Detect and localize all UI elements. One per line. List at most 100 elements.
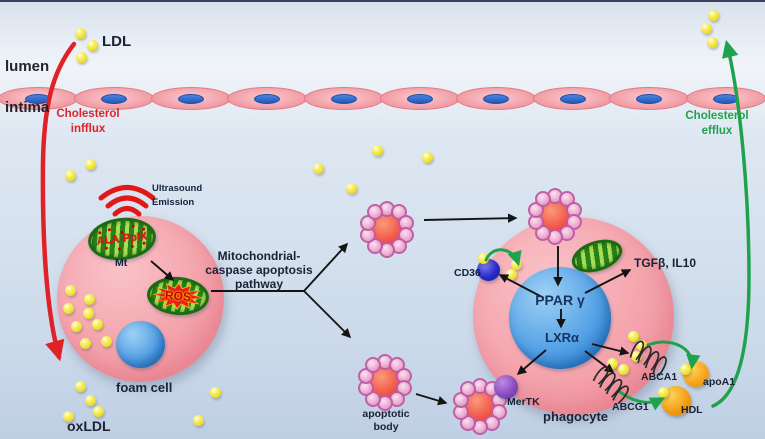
endothelial-cell bbox=[303, 87, 384, 110]
arrow-lxr-to-mertk bbox=[516, 349, 547, 375]
arrow-ppar-to-cd36 bbox=[498, 274, 543, 298]
cholesterol-dot bbox=[64, 169, 76, 181]
cholesterol-dot bbox=[84, 394, 96, 406]
lxr-alpha-label: LXRα bbox=[545, 330, 579, 345]
apoptotic-body bbox=[451, 377, 509, 435]
arrow-ppar-to-tgf bbox=[584, 269, 632, 294]
apoptotic-body-petal bbox=[364, 357, 381, 374]
cholesterol-dot bbox=[635, 339, 647, 351]
cholesterol-dot bbox=[92, 405, 104, 417]
cholesterol-dot bbox=[630, 350, 642, 362]
cholesterol-dot bbox=[79, 337, 91, 349]
arrow-mito-to-ros bbox=[150, 260, 175, 281]
lumen-label: lumen bbox=[5, 58, 50, 75]
cholesterol-dot bbox=[82, 307, 94, 319]
cholesterol-dot bbox=[64, 284, 76, 296]
cholesterol-dot bbox=[70, 320, 82, 332]
cholesterol-efflux-label: Cholesterol efflux bbox=[682, 109, 752, 139]
ultrasound-label: Ultrasound Emission bbox=[152, 182, 202, 210]
endothelial-cell bbox=[685, 87, 765, 110]
phagocyte-label: phagocyte bbox=[543, 409, 609, 424]
endothelial-cell bbox=[227, 87, 308, 110]
cholesterol-dot bbox=[74, 27, 86, 39]
apoptotic-body-petal bbox=[459, 381, 476, 398]
cholesterol-dot bbox=[312, 162, 324, 174]
abca1-label: ABCA1 bbox=[641, 371, 678, 383]
endothelial-nucleus bbox=[254, 93, 281, 104]
efflux-line1: Cholesterol bbox=[685, 110, 749, 122]
mt-label: Mt bbox=[115, 257, 128, 269]
cholesterol-dot bbox=[679, 363, 691, 375]
cholesterol-dot bbox=[700, 22, 712, 34]
oxldl-label: oxLDL bbox=[67, 418, 111, 434]
cholesterol-dot bbox=[707, 9, 719, 21]
ppar-gamma-label: PPAR γ bbox=[535, 292, 585, 308]
abcg1-label: ABCG1 bbox=[612, 401, 649, 413]
cholesterol-dot bbox=[477, 252, 489, 264]
endothelial-cell bbox=[380, 87, 460, 110]
cholesterol-dot bbox=[371, 144, 383, 156]
apoptotic-body-petal bbox=[534, 191, 551, 208]
mertk-receptor bbox=[494, 375, 518, 399]
cholesterol-dot bbox=[606, 357, 618, 369]
influx-line1: Cholesterol bbox=[56, 108, 120, 120]
apoptotic-body bbox=[358, 200, 416, 258]
arrow-lxr-to-abca1 bbox=[591, 343, 630, 356]
ldl-label: LDL bbox=[102, 33, 132, 50]
endothelial-nucleus bbox=[407, 93, 433, 104]
cholesterol-dot bbox=[657, 386, 669, 398]
ultrasound-line2: Emission bbox=[152, 197, 195, 208]
apoptotic-body bbox=[526, 187, 584, 245]
endothelium-layer bbox=[0, 86, 765, 111]
ultrasound-emission-icon bbox=[98, 185, 156, 217]
cholesterol-influx-label: Cholesterol infflux bbox=[53, 107, 123, 137]
arc-cd36-uptake bbox=[484, 248, 522, 267]
cholesterol-dot bbox=[62, 410, 74, 422]
arrow-pathway-down bbox=[303, 290, 352, 339]
efflux-line2: efflux bbox=[701, 125, 733, 137]
apoptotic-body bbox=[356, 353, 414, 411]
endothelial-cell bbox=[456, 87, 537, 110]
arrow-body-to-body bbox=[415, 393, 448, 406]
cholesterol-dot bbox=[86, 39, 98, 51]
cholesterol-dot bbox=[74, 380, 86, 392]
endothelial-nucleus bbox=[483, 93, 510, 104]
ultrasound-line1: Ultrasound bbox=[152, 183, 203, 194]
influx-line2: infflux bbox=[70, 123, 106, 135]
cholesterol-dot bbox=[83, 293, 95, 305]
pathway-line3: pathway bbox=[234, 277, 283, 291]
apoptotic-body-label: apoptotic body bbox=[356, 408, 416, 434]
cholesterol-dot bbox=[91, 318, 103, 330]
hdl-label: HDL bbox=[681, 404, 703, 416]
apoptotic-line1: apoptotic bbox=[362, 408, 410, 420]
foam-cell-nucleus bbox=[116, 321, 165, 368]
apoptotic-line2: body bbox=[373, 421, 399, 433]
cholesterol-dot bbox=[421, 151, 433, 163]
endothelial-nucleus bbox=[330, 93, 357, 104]
endothelial-cell bbox=[609, 87, 690, 110]
cholesterol-dot bbox=[75, 51, 87, 63]
endothelial-nucleus bbox=[636, 93, 663, 104]
endothelial-cell bbox=[74, 87, 155, 110]
intima-label: intima bbox=[5, 99, 50, 116]
cholesterol-dot bbox=[62, 302, 74, 314]
mertk-label: MerTK bbox=[507, 396, 540, 408]
arc-abca1-to-apoa1 bbox=[646, 340, 701, 370]
cholesterol-dot bbox=[627, 330, 639, 342]
cholesterol-dot bbox=[706, 36, 718, 48]
apoptotic-body-petal bbox=[366, 204, 383, 221]
arrow-pathway-up bbox=[303, 242, 349, 292]
cholesterol-efflux-arrow bbox=[711, 39, 751, 408]
cholesterol-dot bbox=[345, 182, 357, 194]
cd36-receptor bbox=[477, 259, 500, 281]
cholesterol-dot bbox=[209, 386, 221, 398]
cholesterol-dot bbox=[192, 414, 204, 426]
cholesterol-dot bbox=[100, 335, 112, 347]
pathway-line2: caspase apoptosis bbox=[205, 263, 313, 277]
cholesterol-influx-arrow bbox=[40, 41, 77, 362]
cholesterol-dot bbox=[505, 268, 517, 280]
abcg1-transporter-icon bbox=[592, 366, 629, 405]
cholesterol-dot bbox=[84, 158, 96, 170]
